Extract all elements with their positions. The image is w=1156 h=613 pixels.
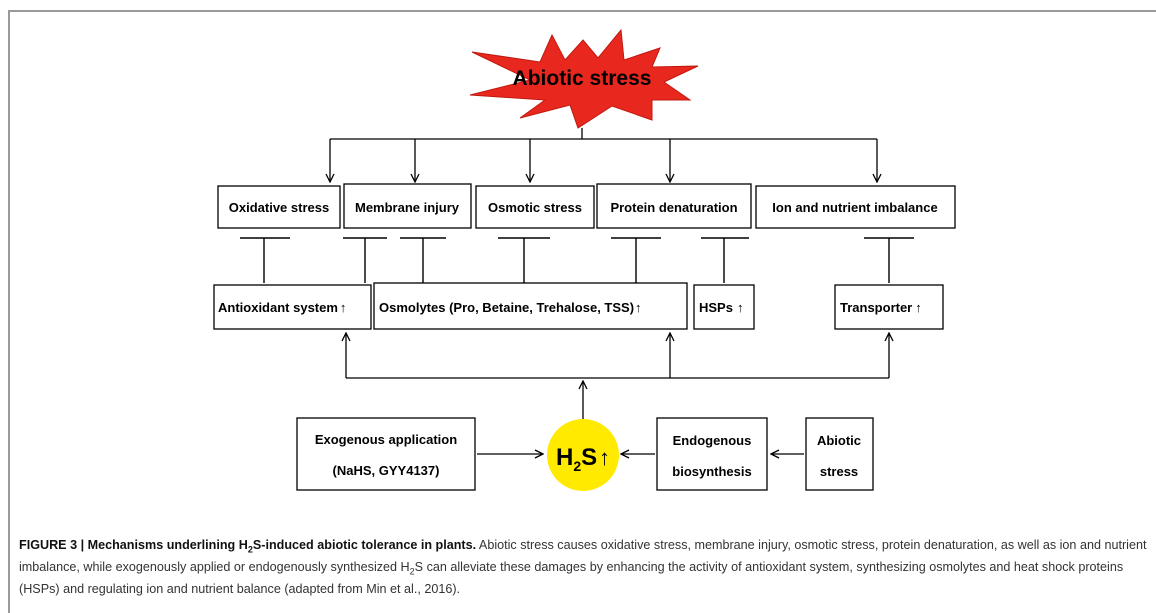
protein-denaturation-label: Protein denaturation: [610, 200, 737, 215]
exogenous-application-label: Exogenous application: [315, 432, 457, 447]
protein-denaturation-box: [596, 183, 752, 229]
oxidative-stress-box: [217, 185, 341, 229]
osmolytes-up-arrow-icon: ↑: [635, 300, 642, 315]
h2s-effect-lines: [346, 333, 889, 420]
biosynthesis-label: biosynthesis: [672, 464, 751, 479]
osmotic-stress-label: Osmotic stress: [488, 200, 582, 215]
abiotic-stress-source-box: [805, 417, 874, 491]
stress-distribution-lines: [330, 128, 877, 182]
exogenous-compounds-label: (NaHS, GYY4137): [333, 463, 440, 478]
hsps-label: HSPs↑: [699, 300, 743, 315]
figure-caption: FIGURE 3 | Mechanisms underlining H2S-in…: [19, 534, 1147, 600]
stress-label: stress: [820, 464, 858, 479]
osmotic-stress-box: [475, 185, 595, 229]
membrane-injury-box: [343, 183, 472, 229]
membrane-injury-label: Membrane injury: [355, 200, 460, 215]
abiotic-stress-title: Abiotic stress: [513, 67, 652, 90]
ion-nutrient-imbalance-label: Ion and nutrient imbalance: [772, 200, 937, 215]
h2s-up-arrow-icon: ↑: [599, 445, 610, 470]
transporter-up-arrow-icon: ↑: [915, 300, 922, 315]
abiotic-stress-burst: [469, 28, 699, 129]
transporter-box: [834, 284, 944, 330]
osmolytes-label: Osmolytes (Pro, Betaine, Trehalose, TSS)…: [379, 300, 642, 315]
figure-frame: [8, 10, 1156, 613]
antioxidant-system-box: [213, 284, 372, 330]
antioxidant-system-label: Antioxidant system↑: [218, 300, 346, 315]
endogenous-label: Endogenous: [673, 433, 752, 448]
inhibition-bars: [240, 237, 914, 283]
abiotic-label: Abiotic: [817, 433, 861, 448]
hsps-up-arrow-icon: ↑: [737, 300, 744, 315]
oxidative-stress-label: Oxidative stress: [229, 200, 329, 215]
transporter-label: Transporter↑: [840, 300, 922, 315]
osmolytes-box: [373, 282, 688, 330]
h2s-label: H2S: [556, 444, 597, 474]
exogenous-application-box: [296, 417, 476, 491]
ion-nutrient-imbalance-box: [755, 185, 956, 229]
caption-body: Abiotic stress causes oxidative stress, …: [19, 538, 1147, 596]
h2s-circle: [547, 419, 619, 491]
caption-title: FIGURE 3 | Mechanisms underlining H2S-in…: [19, 538, 477, 555]
hsps-box: [693, 284, 755, 330]
mechanism-diagram: Abiotic stress Oxidative stress Membrane…: [213, 28, 956, 491]
antioxidant-up-arrow-icon: ↑: [340, 300, 347, 315]
endogenous-biosynthesis-box: [656, 417, 768, 491]
